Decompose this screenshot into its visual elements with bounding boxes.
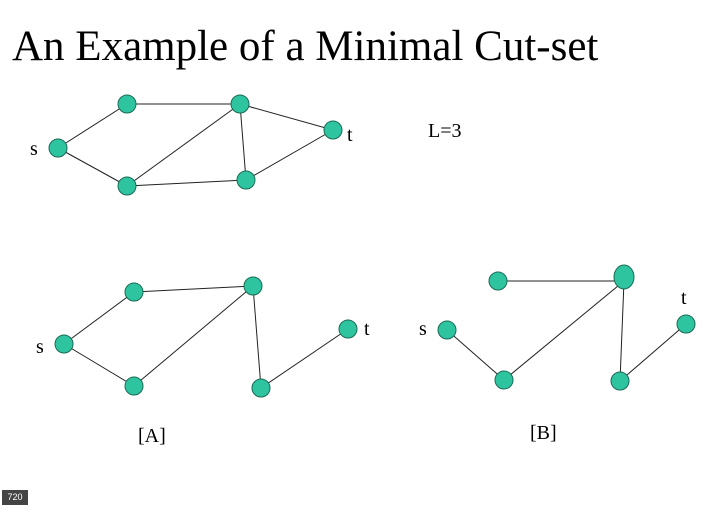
node <box>613 264 635 290</box>
node <box>251 378 271 398</box>
edge <box>245 129 334 181</box>
node-s <box>437 320 457 340</box>
node <box>124 376 144 396</box>
a-caption: [A] <box>138 425 166 447</box>
edge <box>63 291 135 345</box>
node <box>124 282 144 302</box>
edge <box>252 285 262 389</box>
edge <box>57 147 128 187</box>
parameter-label: L=3 <box>428 120 462 142</box>
top-source-label: s <box>30 138 38 160</box>
graph-b <box>437 264 696 391</box>
node <box>610 371 630 391</box>
edge <box>619 280 625 382</box>
graph-a <box>54 276 358 398</box>
top-graph <box>48 94 343 196</box>
node <box>230 94 250 114</box>
edge <box>126 179 247 187</box>
node <box>488 271 508 291</box>
node <box>117 176 137 196</box>
edge <box>63 343 135 387</box>
edge <box>133 285 254 293</box>
slide-title: An Example of a Minimal Cut-set <box>12 23 599 70</box>
edge <box>260 328 349 389</box>
node-s <box>48 138 68 158</box>
node-t <box>323 120 343 140</box>
edge <box>446 329 505 381</box>
b-target-label: t <box>681 287 687 309</box>
edge <box>239 103 334 131</box>
a-target-label: t <box>364 318 370 340</box>
edge <box>133 285 254 387</box>
node-s <box>54 334 74 354</box>
a-source-label: s <box>36 336 44 358</box>
edge <box>239 103 247 181</box>
slide-number-badge: 720 <box>2 490 28 505</box>
b-caption: [B] <box>530 422 557 444</box>
edge <box>619 323 687 382</box>
node-t <box>338 319 358 339</box>
edge <box>126 103 241 187</box>
node-t <box>676 314 696 334</box>
top-target-label: t <box>347 124 353 146</box>
edge <box>503 280 625 381</box>
node <box>243 276 263 296</box>
node <box>236 170 256 190</box>
b-source-label: s <box>419 318 427 340</box>
node <box>117 94 137 114</box>
node <box>494 370 514 390</box>
edge <box>57 103 128 149</box>
